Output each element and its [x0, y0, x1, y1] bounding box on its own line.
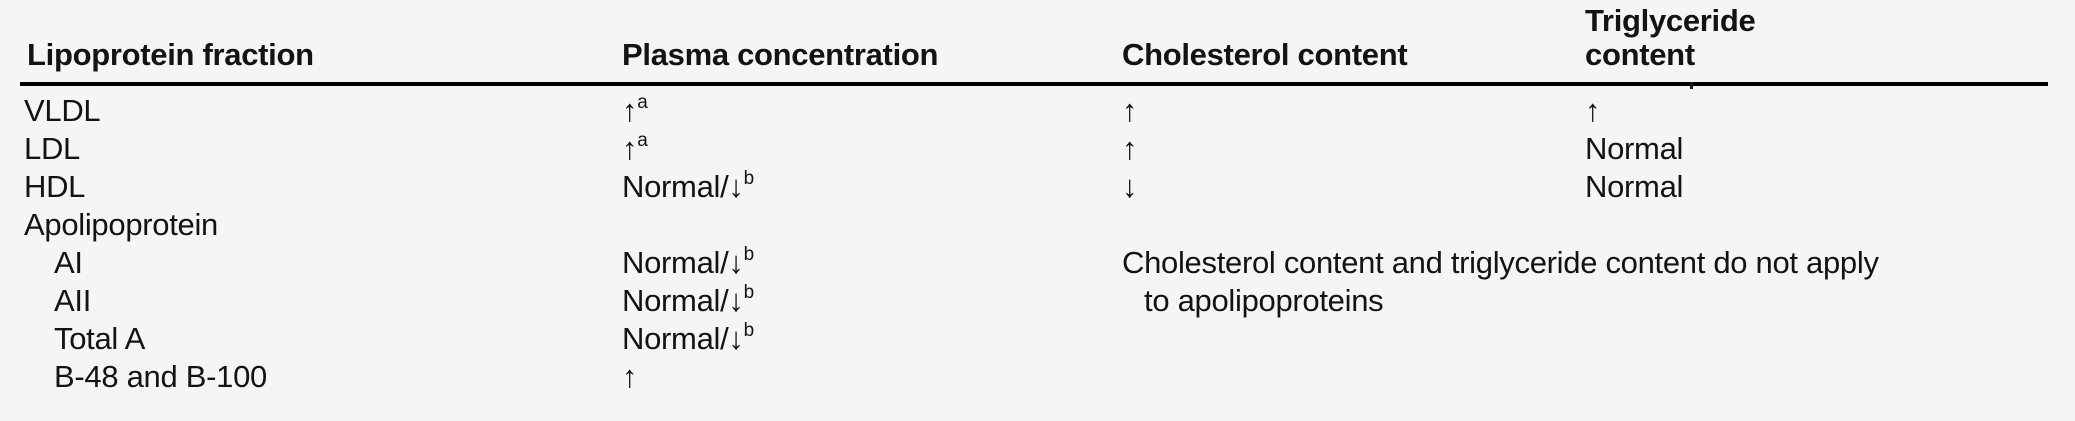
- cell-plasma: Normal/↓b: [622, 320, 1122, 358]
- table-body: VLDL ↑a ↑ ↑ LDL ↑a ↑ Normal HDL Normal/↓…: [20, 86, 2048, 417]
- table-row-aii: AII Normal/↓b: [20, 282, 2048, 320]
- cell-plasma: Normal/↓b: [622, 282, 1122, 320]
- cell-cholesterol: ↑: [1122, 130, 1585, 168]
- column-header-label: Cholesterol content: [1122, 37, 1408, 72]
- cell-triglyceride: [1585, 206, 2048, 244]
- plasma-value: ↑: [622, 131, 638, 166]
- fraction-label: HDL: [24, 169, 86, 204]
- cell-triglyceride: Normal: [1585, 168, 2048, 206]
- cell-fraction: LDL: [20, 130, 622, 168]
- plasma-value: ↑: [622, 359, 638, 394]
- cell-cholesterol: ↓: [1122, 168, 1585, 206]
- cell-fraction: AII: [20, 282, 622, 320]
- lipoprotein-table: Lipoprotein fraction Plasma concentratio…: [20, 0, 2048, 417]
- triglyceride-value: Normal: [1585, 169, 1684, 204]
- table-row-total-a: Total A Normal/↓b: [20, 320, 2048, 358]
- cell-cholesterol: [1122, 206, 1585, 244]
- cell-triglyceride: [1585, 358, 2048, 396]
- column-header-label: Plasma concentration: [622, 37, 939, 72]
- footnote-marker: b: [743, 282, 755, 303]
- cell-plasma: ↑: [622, 358, 1122, 396]
- cell-plasma: Normal/↓b: [622, 244, 1122, 282]
- plasma-value: Normal/↓: [622, 321, 744, 356]
- cell-plasma: ↑a: [622, 92, 1122, 130]
- cell-fraction: B-48 and B-100: [20, 358, 622, 396]
- header-divider-rule: [20, 82, 2048, 86]
- apolipoprotein-note: Cholesterol content and triglyceride con…: [1122, 244, 2075, 320]
- column-header-lipoprotein-fraction: Lipoprotein fraction: [20, 38, 622, 72]
- footnote-marker: a: [637, 92, 648, 113]
- column-header-plasma-concentration: Plasma concentration: [622, 38, 1122, 72]
- cell-cholesterol: ↑: [1122, 92, 1585, 130]
- note-line-1: Cholesterol content and triglyceride con…: [1122, 245, 1879, 280]
- fraction-label: AI: [54, 245, 83, 280]
- cholesterol-value: ↑: [1122, 131, 1138, 166]
- triglyceride-value: ↑: [1585, 93, 1601, 128]
- column-header-cholesterol-content: Cholesterol content: [1122, 38, 1585, 72]
- table-row-ai: AI Normal/↓b: [20, 244, 2048, 282]
- fraction-label: B-48 and B-100: [54, 359, 267, 394]
- cell-plasma: [622, 206, 1122, 244]
- cell-triglyceride: [1585, 320, 2048, 358]
- table-row-apolipoprotein-group: Apolipoprotein: [20, 206, 2048, 244]
- plasma-value: Normal/↓: [622, 283, 744, 318]
- cell-fraction: VLDL: [20, 92, 622, 130]
- fraction-label: LDL: [24, 131, 80, 166]
- cell-fraction: Apolipoprotein: [20, 206, 622, 244]
- cell-triglyceride: ↑: [1585, 92, 2048, 130]
- plasma-value: Normal/↓: [622, 245, 744, 280]
- note-line-2: to apolipoproteins: [1144, 283, 1384, 318]
- cell-cholesterol: [1122, 358, 1585, 396]
- fraction-label: AII: [54, 283, 92, 318]
- footnote-marker: b: [743, 244, 755, 265]
- fraction-label: Total A: [54, 321, 145, 356]
- column-header-triglyceride-content: Triglyceride content: [1585, 4, 2048, 72]
- cell-fraction: HDL: [20, 168, 622, 206]
- table-header-row: Lipoprotein fraction Plasma concentratio…: [20, 0, 2048, 82]
- cell-triglyceride: Normal: [1585, 130, 2048, 168]
- column-header-label: Triglyceride content: [1585, 3, 1756, 72]
- table-row-b48-b100: B-48 and B-100 ↑: [20, 358, 2048, 396]
- cell-fraction: Total A: [20, 320, 622, 358]
- cholesterol-value: ↓: [1122, 169, 1138, 204]
- rule-tick-mark: [1690, 82, 1693, 89]
- triglyceride-value: Normal: [1585, 131, 1684, 166]
- plasma-value: Normal/↓: [622, 169, 744, 204]
- cholesterol-value: ↑: [1122, 93, 1138, 128]
- fraction-label: Apolipoprotein: [24, 207, 219, 242]
- table-row-hdl: HDL Normal/↓b ↓ Normal: [20, 168, 2048, 206]
- cell-fraction: AI: [20, 244, 622, 282]
- column-header-label: Lipoprotein fraction: [27, 37, 314, 72]
- plasma-value: ↑: [622, 93, 638, 128]
- cell-plasma: ↑a: [622, 130, 1122, 168]
- cell-cholesterol: [1122, 320, 1585, 358]
- footnote-marker: a: [637, 130, 648, 151]
- footnote-marker: b: [743, 168, 755, 189]
- table-row-ldl: LDL ↑a ↑ Normal: [20, 130, 2048, 168]
- cell-plasma: Normal/↓b: [622, 168, 1122, 206]
- fraction-label: VLDL: [24, 93, 101, 128]
- table-row-vldl: VLDL ↑a ↑ ↑: [20, 92, 2048, 130]
- footnote-marker: b: [743, 320, 755, 341]
